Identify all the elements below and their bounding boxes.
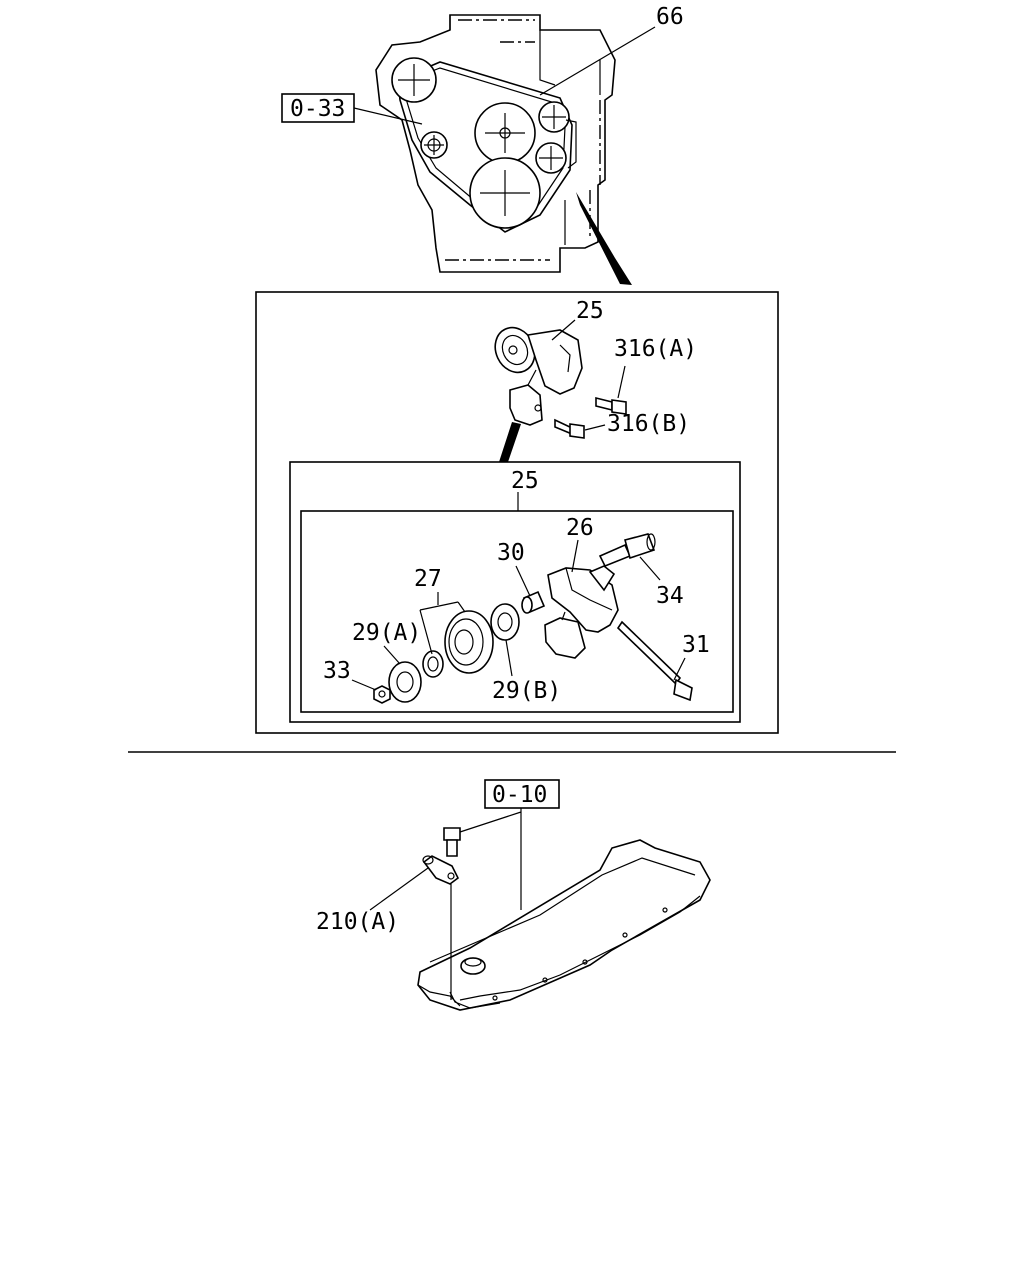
- nut-33: [373, 685, 391, 704]
- engine-front-view: [375, 14, 616, 273]
- callout-bolt-316a: 316(A): [614, 336, 697, 362]
- washer-29b: [490, 603, 520, 641]
- bracket-210a: [422, 855, 460, 885]
- leader-bolt-34: [639, 556, 661, 581]
- callout-tensioner-assy: 25: [576, 298, 604, 324]
- callout-bracket: 26: [566, 515, 594, 541]
- callout-bolt-316b: 316(B): [607, 411, 690, 437]
- callout-belt: 66: [656, 4, 684, 30]
- leader-bolt-316b: [584, 424, 606, 431]
- ref-box-bottom: [484, 779, 560, 809]
- leader-bolt-31: [673, 657, 686, 681]
- tensioner-assembly: [494, 326, 583, 426]
- leader-tensioner-assy: [551, 319, 576, 341]
- leader-collar: [515, 565, 531, 597]
- bolt-31: [616, 620, 693, 702]
- exploded-frame-inner: [300, 510, 734, 713]
- bolt-316b: [554, 418, 585, 439]
- detail-frame-outer: [255, 291, 779, 734]
- leader-washer-b: [505, 639, 513, 677]
- callout-washer-b: 29(B): [492, 678, 561, 704]
- leader-pulley: [419, 592, 466, 655]
- leader-bracket-210a: [369, 867, 429, 911]
- callout-assy-box: 25: [511, 468, 539, 494]
- cover-bolt: [443, 827, 461, 857]
- callout-bolt-34: 34: [656, 583, 684, 609]
- bolt-316a: [595, 396, 627, 415]
- exploded-frame-outer: [289, 461, 741, 723]
- ref-box-top: [281, 93, 355, 123]
- leader-ref-top: [353, 107, 423, 125]
- view-arrow-detail: [499, 422, 521, 462]
- callout-washer-a: 29(A): [352, 620, 421, 646]
- rocker-cover: [417, 839, 711, 1011]
- callout-collar: 30: [497, 540, 525, 566]
- callout-ref-top: 0-33: [290, 96, 345, 122]
- leader-bolt-316a: [617, 365, 626, 399]
- leader-ref-bottom: [459, 808, 522, 910]
- callout-pulley: 27: [414, 566, 442, 592]
- leader-belt: [539, 26, 656, 96]
- bracket-26: [544, 565, 619, 659]
- washer-29a: [388, 661, 422, 703]
- callout-nut: 33: [323, 658, 351, 684]
- pulley-27: [422, 610, 494, 678]
- callout-bracket-210a: 210(A): [316, 909, 399, 935]
- leader-washer-a: [383, 645, 401, 665]
- view-arrow-top: [576, 192, 632, 285]
- callout-bolt-31: 31: [682, 632, 710, 658]
- callout-ref-bottom: 0-10: [492, 782, 547, 808]
- bolt-34: [598, 533, 656, 568]
- leader-nut: [351, 679, 377, 691]
- leader-bracket: [571, 539, 579, 573]
- collar-30: [521, 590, 546, 614]
